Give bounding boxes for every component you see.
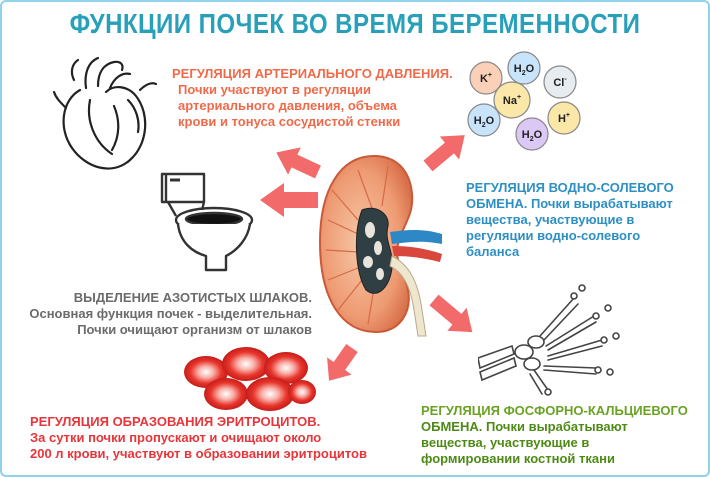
heart-icon: [52, 56, 158, 170]
ion-molecules-icon: K+ H2O Cl- Na+ H+ H2O H2O: [467, 51, 581, 151]
nitrogen-heading: ВЫДЕЛЕНИЕ АЗОТИСТЫХ ШЛАКОВ.: [73, 290, 312, 305]
pressure-line-1: Почки участвуют в регуляции: [178, 82, 371, 97]
ion-na: Na+: [503, 94, 521, 107]
water-line-4: баланса: [466, 244, 520, 259]
page-title: ФУНКЦИИ ПОЧЕК ВО ВРЕМЯ БЕРЕМЕННОСТИ: [69, 8, 641, 39]
nitrogen-line-1: Основная функция почек - выделительная.: [29, 306, 312, 321]
arrow-to-water: [423, 135, 465, 172]
pressure-line-2: артериального давления, объема: [178, 98, 397, 113]
block-pressure: РЕГУЛЯЦИЯ АРТЕРИАЛЬНОГО ДАВЛЕНИЯ. Почки …: [172, 66, 453, 130]
ion-cl: Cl-: [553, 76, 567, 89]
phosphorus-line-1: ОБМЕНА. Почки вырабатывают: [421, 419, 628, 434]
block-nitrogen: ВЫДЕЛЕНИЕ АЗОТИСТЫХ ШЛАКОВ. Основная фун…: [10, 290, 312, 338]
pressure-line-3: крови и тонуса сосудистой стенки: [178, 114, 401, 129]
block-water-salt: РЕГУЛЯЦИЯ ВОДНО-СОЛЕВОГО ОБМЕНА. Почки в…: [466, 180, 674, 260]
pressure-heading: РЕГУЛЯЦИЯ АРТЕРИАЛЬНОГО ДАВЛЕНИЯ.: [172, 66, 453, 81]
ion-h2o-top: H2O: [514, 63, 535, 77]
ion-h2o-bottom: H2O: [522, 129, 543, 143]
arrow-to-erythrocytes: [327, 343, 358, 381]
erythrocytes-line-1: За сутки почки пропускают и очищают окол…: [30, 430, 322, 445]
water-heading: РЕГУЛЯЦИЯ ВОДНО-СОЛЕВОГО: [466, 180, 674, 195]
erythrocytes-heading: РЕГУЛЯЦИЯ ОБРАЗОВАНИЯ ЭРИТРОЦИТОВ.: [30, 414, 321, 429]
arrow-to-pressure: [276, 147, 321, 179]
arrow-to-nitrogen: [260, 183, 318, 217]
phosphorus-heading: РЕГУЛЯЦИЯ ФОСФОРНО-КАЛЬЦИЕВОГО: [421, 403, 688, 418]
phosphorus-line-2: вещества, участвующие в: [421, 435, 590, 450]
toilet-icon: [160, 172, 254, 272]
nitrogen-line-2: Почки очищают организм от шлаков: [77, 322, 312, 337]
ion-h2o-left: H2O: [474, 115, 495, 129]
water-line-1: ОБМЕНА. Почки вырабатывают: [466, 196, 673, 211]
water-line-2: вещества, участвующие в: [466, 212, 635, 227]
kidney-icon: [318, 154, 442, 337]
erythrocytes-line-2: 200 л крови, участвуют в образовании эри…: [30, 446, 367, 461]
phosphorus-line-3: формировании костной ткани: [421, 451, 615, 466]
hand-bones-icon: [478, 284, 620, 396]
block-erythrocytes: РЕГУЛЯЦИЯ ОБРАЗОВАНИЯ ЭРИТРОЦИТОВ. За су…: [30, 414, 367, 462]
block-phosphorus-calcium: РЕГУЛЯЦИЯ ФОСФОРНО-КАЛЬЦИЕВОГО ОБМЕНА. П…: [421, 403, 688, 467]
arrow-to-phosphorus: [429, 294, 473, 333]
water-line-3: регуляции водно-солевого: [466, 228, 641, 243]
red-blood-cells-icon: [184, 347, 316, 411]
